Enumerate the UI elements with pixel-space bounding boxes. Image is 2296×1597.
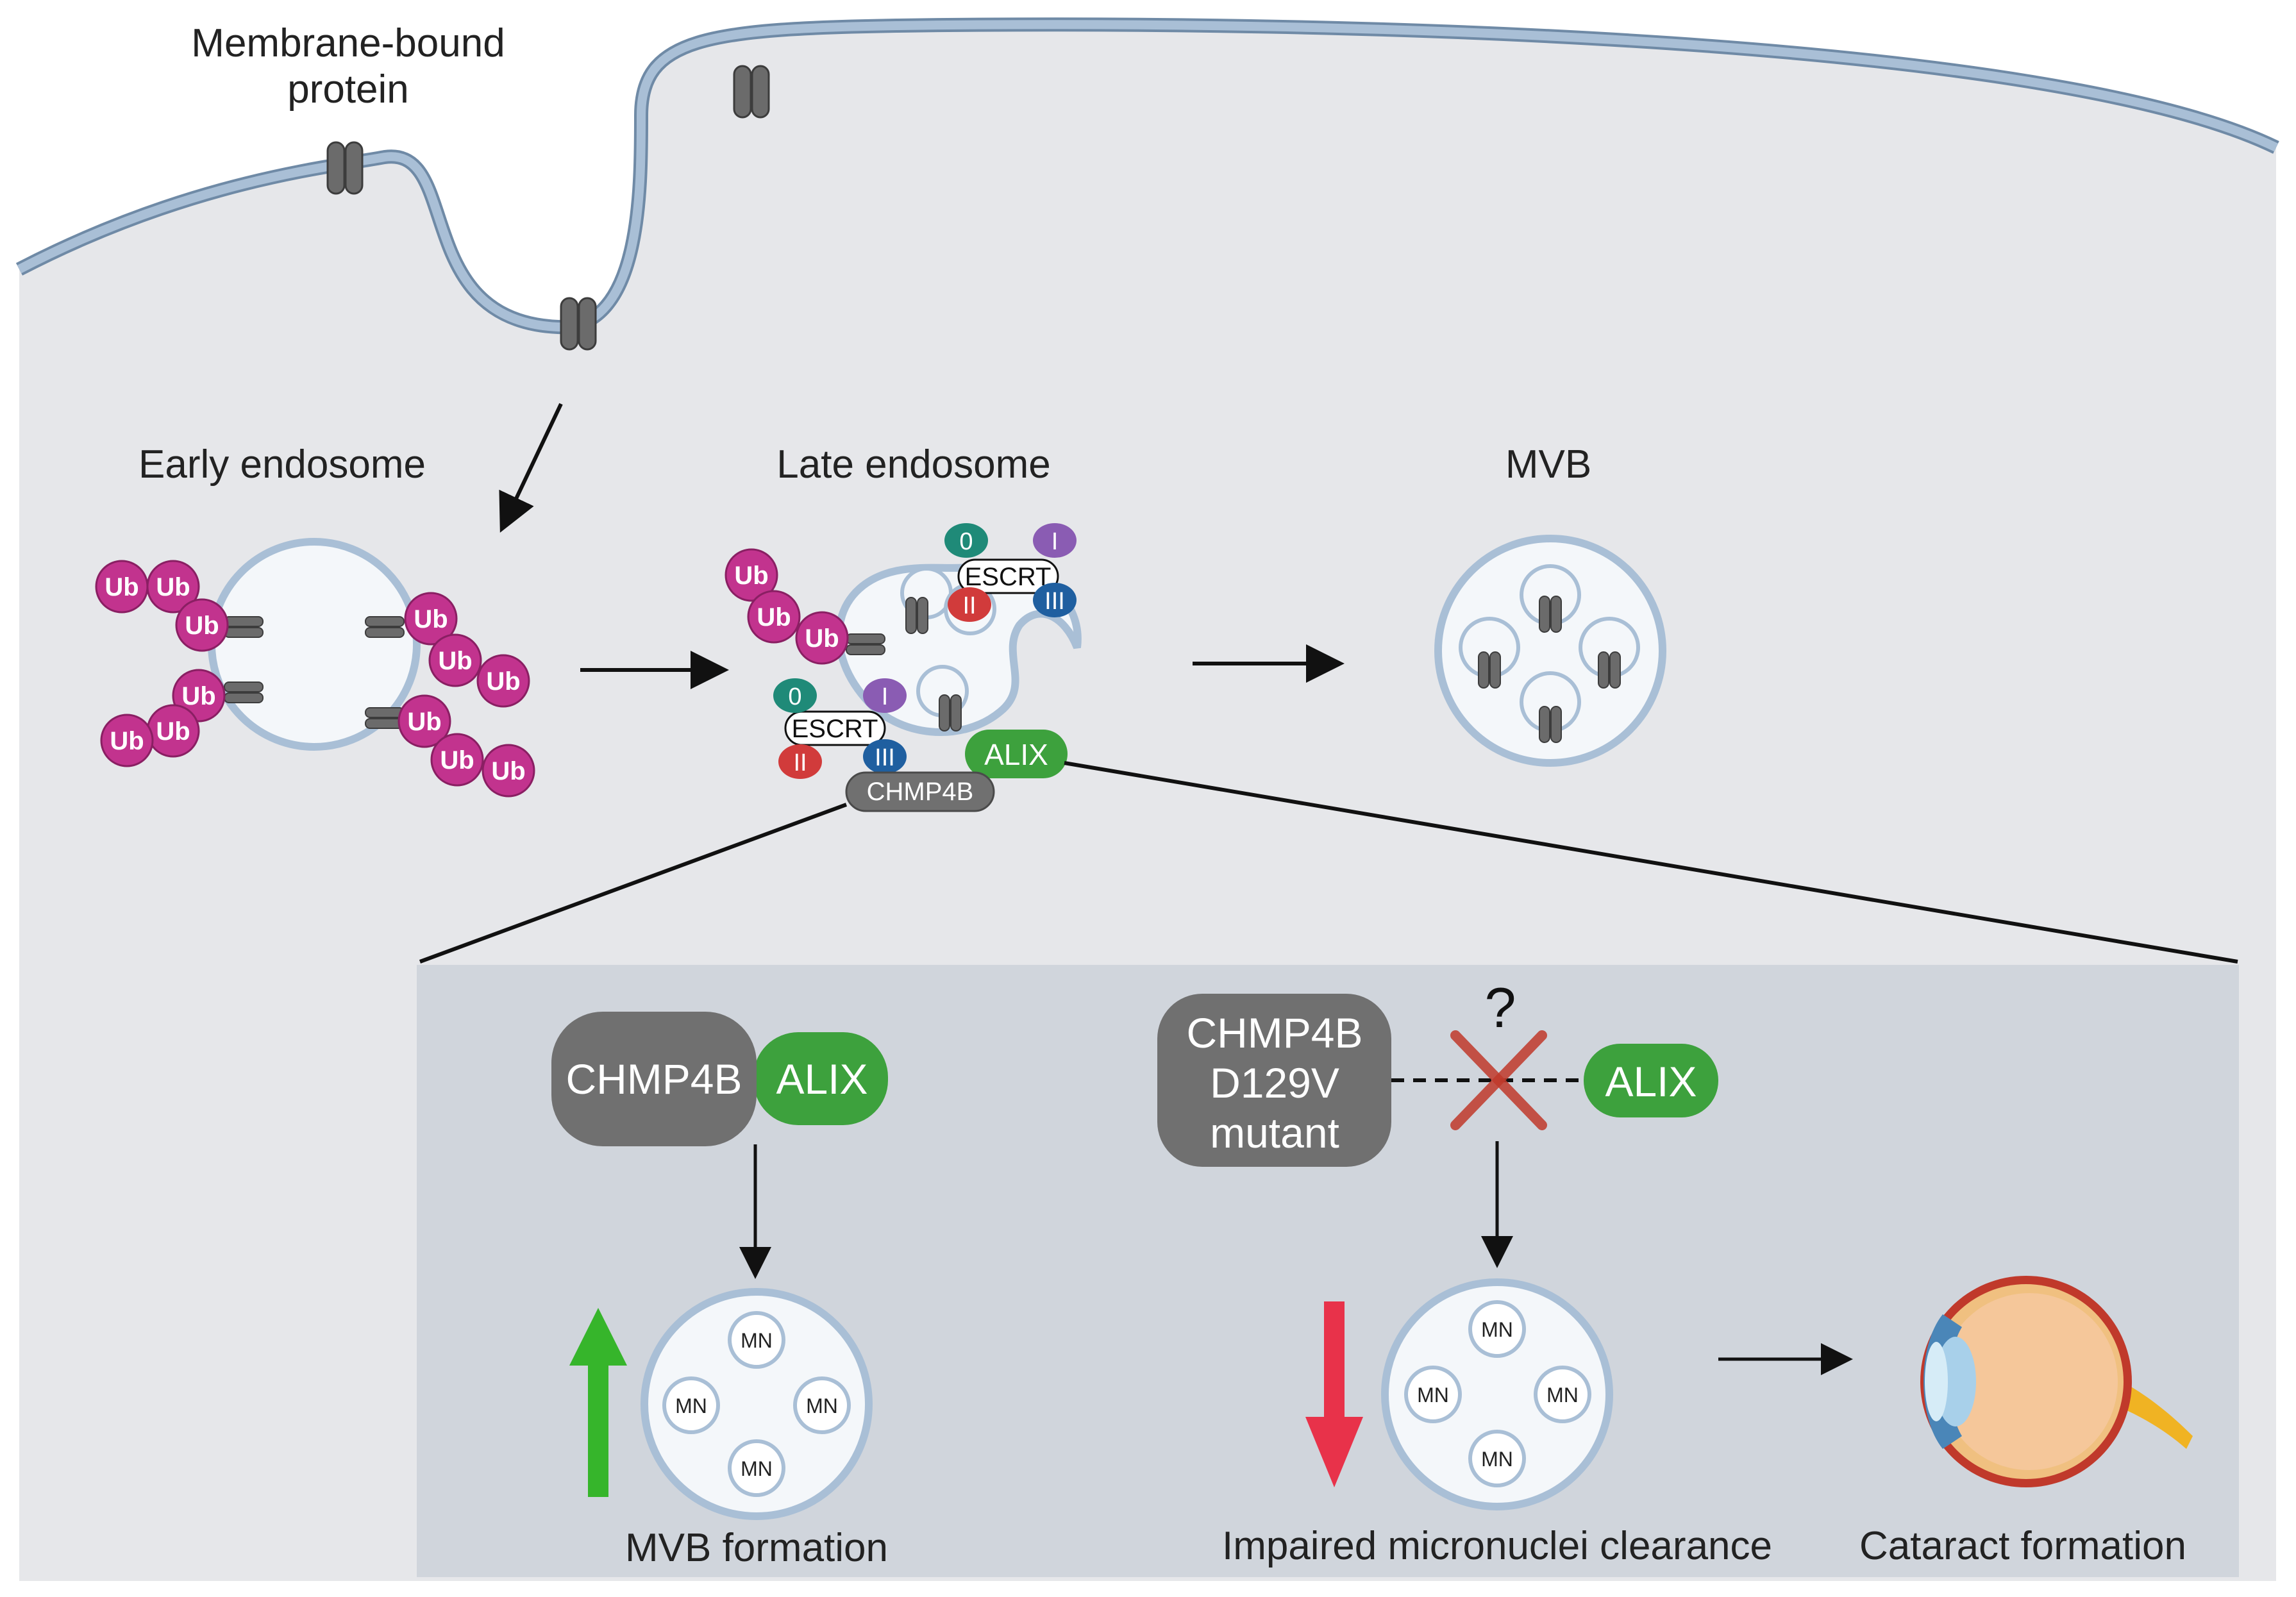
svg-text:Ub: Ub (757, 603, 791, 631)
svg-text:Ub: Ub (805, 624, 839, 653)
ubiquitin-chain-late: Ub Ub Ub (725, 548, 849, 665)
svg-text:Ub: Ub (734, 562, 768, 590)
svg-text:CHMP4B: CHMP4B (1186, 1009, 1362, 1057)
svg-text:Ub: Ub (438, 647, 472, 675)
early-endosome-title: Early endosome (138, 442, 426, 487)
svg-text:MN: MN (1417, 1384, 1449, 1407)
membrane-protein-3 (733, 65, 770, 119)
svg-text:Ub: Ub (110, 727, 144, 755)
chmp4b-mutant: CHMP4B D129V mutant (1157, 994, 1391, 1167)
svg-text:MN: MN (741, 1329, 773, 1352)
svg-text:ALIX: ALIX (1605, 1058, 1697, 1105)
mvb-formation-label: MVB formation (625, 1526, 888, 1570)
svg-text:Ub: Ub (156, 573, 190, 601)
svg-text:I: I (882, 683, 889, 710)
svg-text:III: III (1044, 588, 1065, 615)
svg-text:ALIX: ALIX (984, 738, 1048, 771)
svg-text:Ub: Ub (156, 717, 190, 746)
svg-text:II: II (962, 592, 976, 619)
svg-text:MN: MN (1481, 1318, 1513, 1341)
svg-text:MN: MN (1481, 1448, 1513, 1471)
decrease-arrow (1305, 1301, 1363, 1487)
svg-text:I: I (1052, 528, 1059, 555)
chmp4b-alix-complex: CHMP4B ALIX (551, 1012, 888, 1146)
svg-text:Ub: Ub (491, 757, 525, 785)
mvb-left: MN MN MN MN (641, 1288, 873, 1520)
ub-chain-top-right: Ub Ub Ub (404, 592, 530, 708)
ub-chain-top-left: Ub Ub Ub (95, 560, 229, 652)
zoom-line-left (419, 803, 848, 964)
svg-text:0: 0 (959, 528, 973, 555)
svg-text:II: II (793, 749, 807, 776)
ubiquitin-chains-early: Ub Ub Ub Ub Ub Ub Ub Ub Ub Ub Ub (95, 560, 535, 798)
escrt-complex-top: ESCRT 0 I II III (944, 523, 1077, 622)
membrane-protein-1 (326, 141, 364, 195)
svg-text:MN: MN (806, 1394, 838, 1417)
chmp4b-label: CHMP4B (566, 1055, 742, 1103)
svg-text:CHMP4B: CHMP4B (867, 778, 974, 806)
early-endosome (208, 538, 421, 751)
late-alix-pill: ALIX (965, 730, 1068, 778)
svg-text:Ub: Ub (105, 573, 138, 601)
svg-text:MN: MN (1546, 1384, 1579, 1407)
svg-text:Ub: Ub (486, 667, 520, 696)
membrane-protein-2 (560, 297, 597, 351)
ub-chain-bottom-left: Ub Ub Ub (100, 669, 226, 767)
mvb-title: MVB (1505, 442, 1591, 487)
question-mark: ? (1485, 976, 1516, 1039)
membrane-protein-label-1: Membrane-bound (191, 21, 505, 65)
svg-text:0: 0 (788, 683, 801, 710)
svg-text:III: III (875, 744, 895, 771)
escrt-complex-bottom: ESCRT 0 I II III (773, 678, 907, 779)
svg-text:MN: MN (675, 1394, 707, 1417)
alix-right: ALIX (1584, 1044, 1718, 1117)
svg-text:Ub: Ub (185, 612, 219, 640)
svg-text:MN: MN (741, 1457, 773, 1480)
late-chmp4b-pill: CHMP4B (845, 771, 995, 812)
svg-text:Ub: Ub (181, 682, 215, 710)
plasma-membrane (17, 20, 2279, 332)
svg-text:Ub: Ub (414, 605, 448, 633)
membrane-protein-label-2: protein (287, 67, 409, 112)
eye-icon (1920, 1276, 2193, 1487)
ub-chain-bottom-right: Ub Ub Ub (398, 694, 535, 798)
svg-text:ESCRT: ESCRT (965, 563, 1052, 591)
svg-text:ESCRT: ESCRT (792, 715, 878, 743)
zoom-line-right (1064, 761, 2238, 964)
svg-text:Ub: Ub (407, 708, 441, 736)
svg-text:D129V: D129V (1210, 1059, 1339, 1107)
cross-icon (1450, 1030, 1547, 1130)
svg-text:Ub: Ub (440, 746, 474, 774)
svg-text:mutant: mutant (1210, 1109, 1339, 1157)
mvb-body (1434, 535, 1666, 767)
increase-arrow (569, 1308, 627, 1497)
late-endosome-title: Late endosome (776, 442, 1050, 487)
mvb-right: MN MN MN MN (1381, 1278, 1613, 1510)
cataract-formation-label: Cataract formation (1859, 1524, 2186, 1568)
impaired-clearance-label: Impaired micronuclei clearance (1222, 1524, 1772, 1568)
endocytosis-arrow (499, 403, 563, 533)
alix-label: ALIX (776, 1055, 867, 1103)
